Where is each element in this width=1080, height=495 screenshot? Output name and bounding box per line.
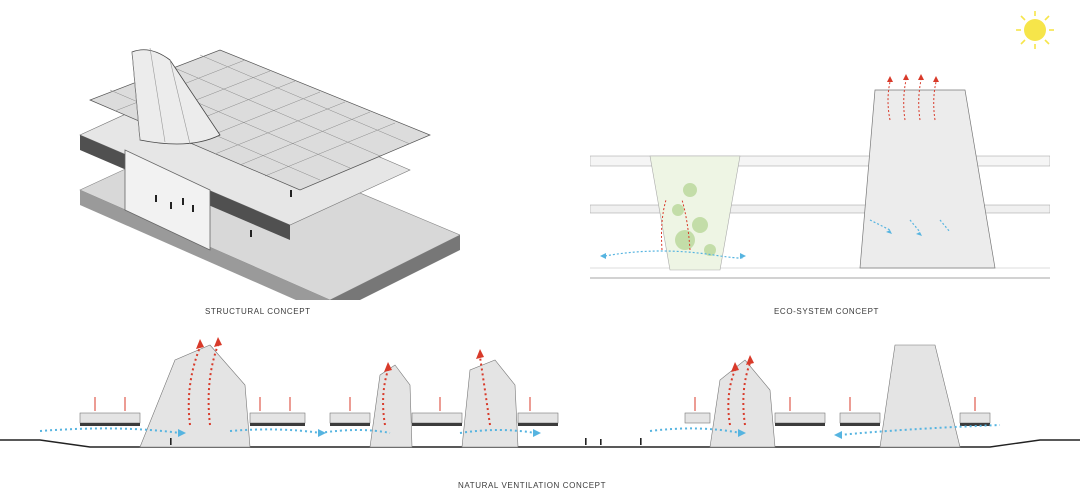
eco-system-concept-drawing xyxy=(590,74,1050,279)
sun-icon xyxy=(1016,11,1054,49)
natural-ventilation-drawing xyxy=(0,337,1080,448)
chimney-1 xyxy=(139,344,251,448)
atrium-interior xyxy=(124,149,211,251)
chimney-3 xyxy=(461,359,519,448)
structural-concept-caption: STRUCTURAL CONCEPT xyxy=(205,307,311,316)
structural-concept-drawing xyxy=(79,47,460,300)
green-atrium xyxy=(649,155,741,271)
chimney-2 xyxy=(369,364,413,448)
eco-tower xyxy=(859,89,996,269)
natural-ventilation-caption: NATURAL VENTILATION CONCEPT xyxy=(458,481,607,490)
stepped-tower xyxy=(879,344,961,448)
ground-line xyxy=(0,439,1080,448)
eco-system-concept-caption: ECO-SYSTEM CONCEPT xyxy=(774,307,880,316)
